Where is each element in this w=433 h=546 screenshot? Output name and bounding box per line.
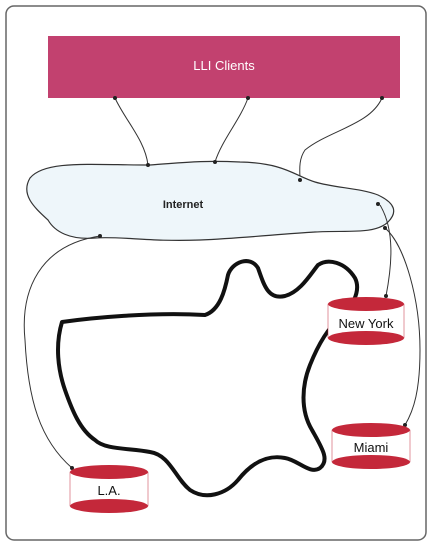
link-la (23, 235, 101, 469)
dot (376, 202, 380, 206)
dot (380, 96, 384, 100)
dot (246, 96, 250, 100)
site-newyork-db: New York (327, 297, 405, 345)
link-newyork (379, 204, 392, 297)
dot (298, 178, 302, 182)
site-la-db: L.A. (69, 465, 149, 513)
dot (384, 294, 388, 298)
internet-cloud (26, 160, 395, 241)
client-link-1 (114, 97, 149, 166)
dot (213, 160, 217, 164)
dot (383, 226, 387, 230)
site-label-la: L.A. (97, 483, 120, 498)
clients-box (48, 36, 400, 98)
site-label-newyork: New York (339, 316, 394, 331)
link-dots (70, 96, 407, 470)
dot (70, 466, 74, 470)
site-miami-db: Miami (331, 423, 411, 469)
dot (113, 96, 117, 100)
dot (98, 234, 102, 238)
site-links (23, 204, 421, 469)
link-miami (384, 227, 421, 426)
client-link-3 (299, 97, 383, 181)
client-links (114, 97, 383, 181)
clients-label: LLI Clients (193, 58, 255, 73)
dot (146, 163, 150, 167)
site-label-miami: Miami (354, 440, 389, 455)
dot (403, 423, 407, 427)
client-link-2 (214, 97, 249, 163)
us-map-outline (56, 259, 360, 498)
internet-label: Internet (163, 199, 204, 211)
